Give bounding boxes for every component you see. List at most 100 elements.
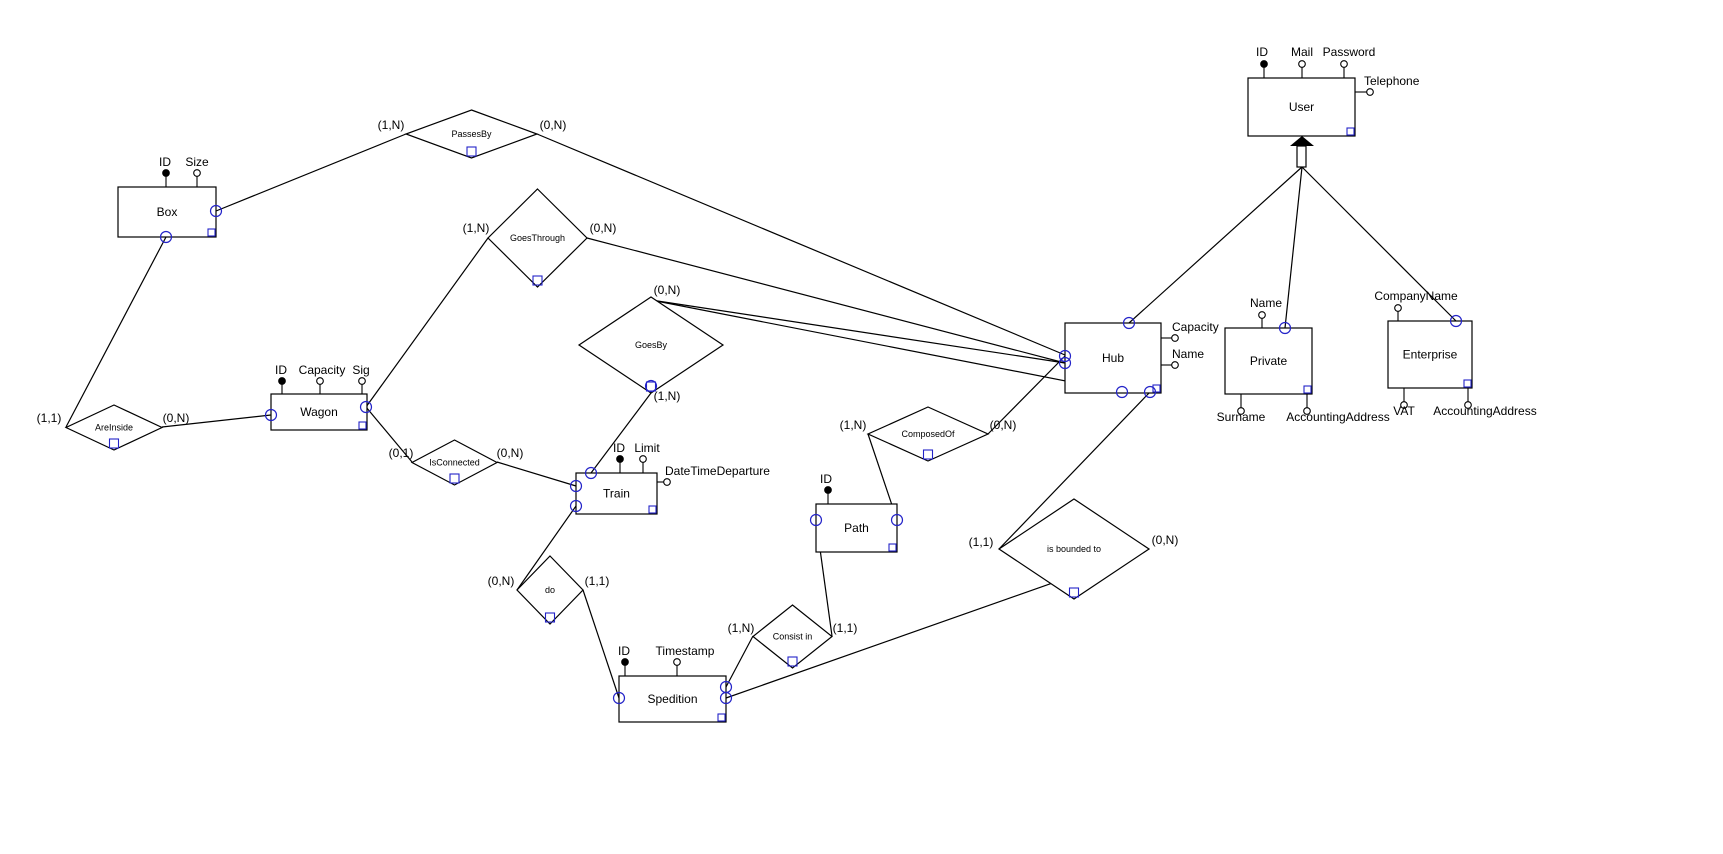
attribute-enterprise-accounting-label: AccountingAddress xyxy=(1433,404,1536,418)
connector-wagon-icon xyxy=(264,408,278,422)
cardinality-do-b: (1,1) xyxy=(585,574,610,588)
attribute-train-id-label: ID xyxy=(613,441,625,455)
line-goesby-train xyxy=(590,392,652,474)
cardinality-goesby-a: (0,N) xyxy=(654,283,681,297)
key-attribute-dot-icon xyxy=(278,377,286,385)
relationship-isboundedto-marker xyxy=(1068,587,1080,598)
relationship-goesby xyxy=(577,296,725,394)
attribute-box-size-label: Size xyxy=(185,155,209,169)
cardinality-goesthrough-a: (1,N) xyxy=(463,221,490,235)
attribute-hub-name-label: Name xyxy=(1172,347,1204,361)
cardinality-isboundedto-b: (0,N) xyxy=(1152,533,1179,547)
attribute-dot-icon xyxy=(1171,334,1179,342)
connector-box-icon xyxy=(159,230,173,244)
attribute-dot-icon xyxy=(1340,60,1348,68)
attribute-enterprise-vat-label: VAT xyxy=(1393,404,1415,418)
attribute-wagon-capacity-label: Capacity xyxy=(299,363,346,377)
relationship-goesthrough-marker xyxy=(532,275,543,286)
attribute-private-surname-label: Surname xyxy=(1217,410,1266,424)
attribute-box-id-label: ID xyxy=(159,155,171,169)
connector-hub-icon xyxy=(1122,316,1136,330)
line-box-passesby xyxy=(215,133,407,212)
line-spedition-consistin xyxy=(725,635,754,688)
key-attribute-dot-icon xyxy=(621,658,629,666)
line-box-areinside xyxy=(65,236,167,428)
cardinality-consistin-b: (1,1) xyxy=(833,621,858,635)
relationship-do-marker xyxy=(544,612,556,623)
attribute-dot-icon xyxy=(1394,304,1402,312)
gen-line-enterprise xyxy=(1301,166,1457,322)
entity-spedition xyxy=(618,675,727,723)
key-attribute-dot-icon xyxy=(824,486,832,494)
relationship-areinside-marker xyxy=(108,438,120,449)
connector-hub-icon xyxy=(1143,385,1157,399)
relationship-do-label: do xyxy=(545,585,555,595)
line-goesby-hub-bottom xyxy=(650,299,1123,393)
line-do-spedition xyxy=(582,589,620,699)
attribute-dot-icon xyxy=(1464,401,1472,409)
entity-hub-marker xyxy=(1152,384,1161,393)
entity-train xyxy=(575,472,658,515)
relationship-consistin-marker xyxy=(787,656,798,667)
key-attribute-dot-icon xyxy=(616,455,624,463)
cardinality-passesby-b: (0,N) xyxy=(540,118,567,132)
attribute-dot-icon xyxy=(1303,407,1311,415)
generalization-stem xyxy=(1296,145,1307,168)
relationship-isconnected-marker xyxy=(449,473,460,484)
relationship-do xyxy=(516,555,584,625)
relationship-isboundedto-label: is bounded to xyxy=(1047,544,1101,554)
connector-train-icon xyxy=(569,479,583,493)
cardinality-composedof-b: (0,N) xyxy=(990,418,1017,432)
gen-line-private xyxy=(1284,166,1303,329)
attribute-dot-icon xyxy=(1366,88,1374,96)
attribute-private-accounting-label: AccountingAddress xyxy=(1286,410,1389,424)
attribute-user-id-label: ID xyxy=(1256,45,1268,59)
entity-path-marker xyxy=(888,543,897,552)
connector-hub-icon xyxy=(1058,349,1072,363)
attribute-dot-icon xyxy=(316,377,324,385)
entity-path-label: Path xyxy=(844,521,869,535)
cardinality-passesby-a: (1,N) xyxy=(378,118,405,132)
line-goesby-hub-top xyxy=(650,299,1066,364)
entity-enterprise-label: Enterprise xyxy=(1403,348,1458,362)
entity-user-label: User xyxy=(1289,100,1314,114)
attribute-hub-capacity-label: Capacity xyxy=(1172,320,1219,334)
relationship-goesthrough-label: GoesThrough xyxy=(510,233,565,243)
line-composedof-hub xyxy=(987,355,1066,435)
relationship-goesby-label: GoesBy xyxy=(635,340,668,350)
line-areinside-wagon xyxy=(161,414,272,428)
relationship-isboundedto xyxy=(997,498,1151,600)
attribute-dot-icon xyxy=(1258,311,1266,319)
cardinality-goesthrough-b: (0,N) xyxy=(590,221,617,235)
line-passesby-hub xyxy=(536,133,1066,356)
attribute-enterprise-companyname-label: CompanyName xyxy=(1374,289,1458,303)
relationship-passesby-marker xyxy=(466,146,477,157)
entity-train-marker xyxy=(648,505,657,514)
connector-spedition-icon xyxy=(719,691,733,705)
cardinality-goesby-b: (1,N) xyxy=(654,389,681,403)
attribute-dot-icon xyxy=(673,658,681,666)
attribute-dot-icon xyxy=(1298,60,1306,68)
entity-box-marker xyxy=(207,228,216,237)
entity-private-label: Private xyxy=(1250,354,1288,368)
entity-enterprise-marker xyxy=(1463,379,1472,388)
attribute-dot-icon xyxy=(1237,407,1245,415)
connector-enterprise-icon xyxy=(1449,314,1463,328)
connector-goesby-icon xyxy=(644,379,658,393)
key-attribute-dot-icon xyxy=(162,169,170,177)
entity-wagon-label: Wagon xyxy=(300,405,338,419)
entity-path xyxy=(815,503,898,553)
entity-hub xyxy=(1064,322,1162,394)
connector-box-icon xyxy=(209,204,223,218)
relationship-areinside-label: AreInside xyxy=(95,423,133,433)
attribute-user-mail-label: Mail xyxy=(1291,45,1313,59)
entity-private-marker xyxy=(1303,385,1312,394)
connector-train-icon xyxy=(569,499,583,513)
attribute-train-departure-label: DateTimeDeparture xyxy=(665,464,770,478)
line-wagon-isconnected xyxy=(365,406,413,463)
generalization-arrow-icon xyxy=(1290,136,1314,146)
entity-box-label: Box xyxy=(157,205,178,219)
connector-private-icon xyxy=(1278,321,1292,335)
entity-box xyxy=(117,186,217,238)
attribute-dot-icon xyxy=(193,169,201,177)
